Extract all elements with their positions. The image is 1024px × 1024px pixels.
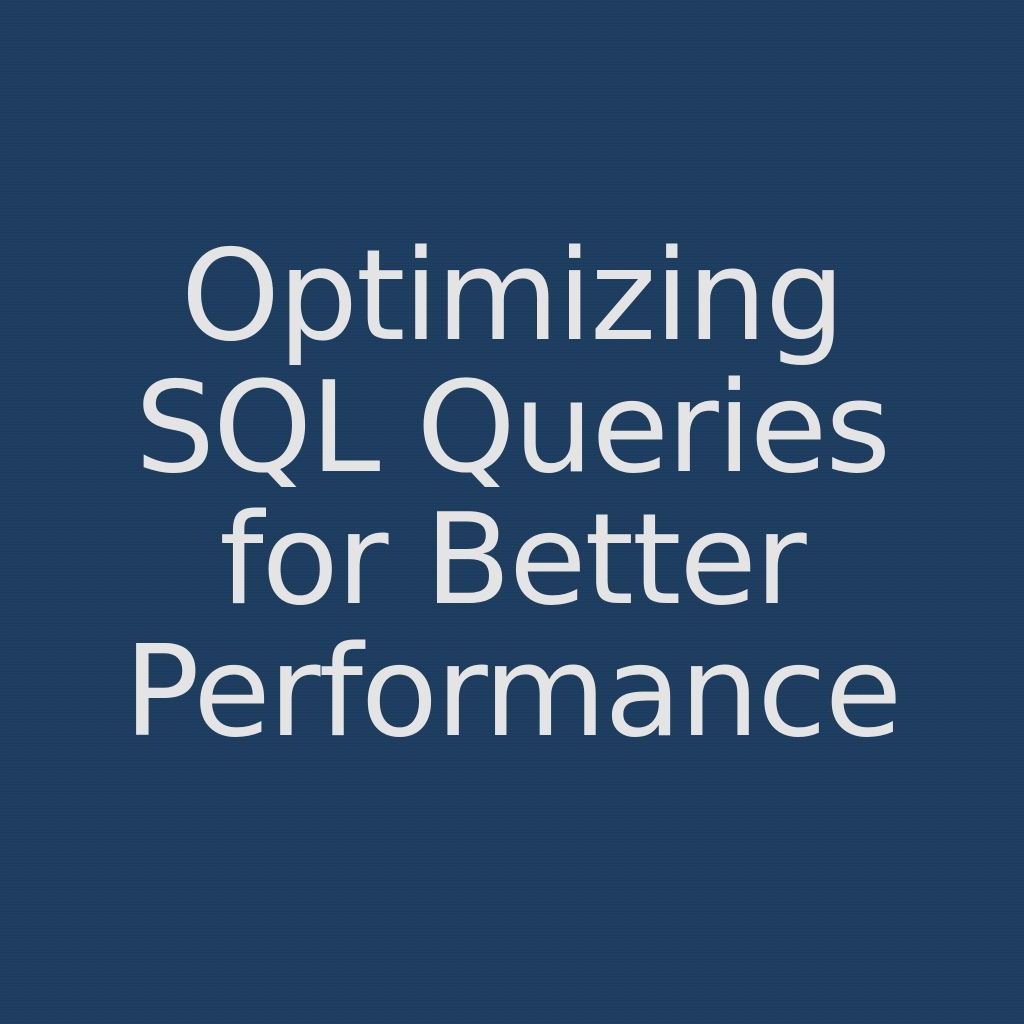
title-line-4: Performance (123, 618, 902, 765)
title-line-3: for Better (219, 486, 806, 633)
title-line-1: Optimizing (180, 222, 845, 369)
title: Optimizing SQL Queries for Better Perfor… (0, 230, 1024, 758)
title-line-2: SQL Queries (135, 354, 891, 501)
